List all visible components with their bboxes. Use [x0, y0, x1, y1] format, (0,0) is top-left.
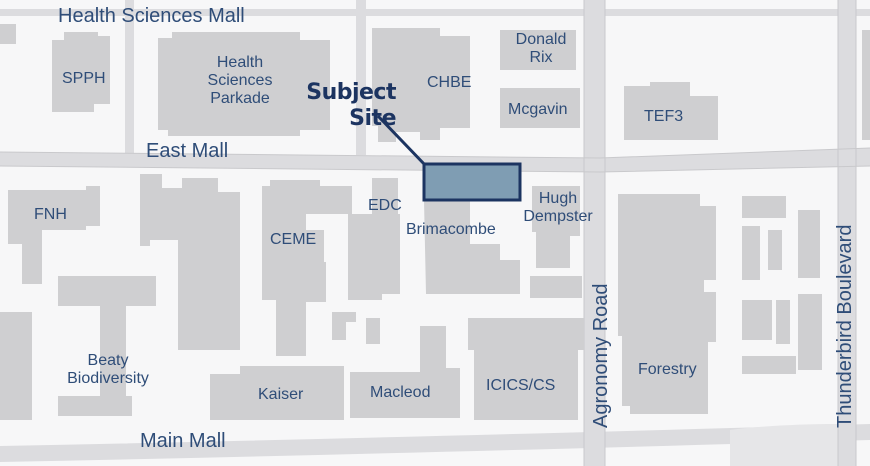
bldg-east-block-4 [798, 210, 820, 278]
buildings [0, 24, 870, 420]
building-label-tef3: TEF3 [644, 108, 684, 125]
street-label-agronomy-road: Agronomy Road [590, 283, 612, 428]
bldg-chbe [372, 28, 470, 142]
bldg-hugh-dempster [532, 186, 580, 268]
bldg-spph [52, 32, 110, 112]
street-label-health-sciences-mall: Health Sciences Mall [58, 5, 245, 27]
building-label-ceme: CEME [270, 231, 317, 248]
road-south-loop [730, 424, 838, 466]
building-label-spph: SPPH [62, 70, 106, 87]
bldg-mcgavin [500, 88, 580, 128]
subject-site-parcel[interactable] [422, 162, 522, 202]
bldg-donald-rix [500, 30, 576, 70]
road-west-connector [125, 0, 134, 155]
bldg-forestry [618, 194, 716, 414]
bldg-health-sciences-parkade [158, 32, 330, 136]
subject-site-leader [376, 114, 428, 168]
bldg-beaty [58, 276, 156, 416]
bldg-macleod [350, 326, 460, 418]
road-main-mall [0, 424, 870, 462]
bldg-east-block-6 [776, 300, 790, 344]
bldg-kaiser [210, 366, 344, 420]
bldg-ceme [262, 180, 352, 356]
building-label-icics-cs: ICICS/CS [486, 377, 556, 394]
bldg-brimacombe [424, 200, 520, 294]
street-label-thunderbird-boulevard: Thunderbird Boulevard [834, 224, 856, 428]
building-label-mcgavin: Mcgavin [508, 101, 568, 118]
bldg-ceme-annex-2 [366, 318, 380, 344]
bldg-ceme-annex [332, 312, 356, 340]
building-label-health-sciences-parkade: Health Sciences Parkade [207, 54, 273, 107]
bldg-icics [468, 318, 584, 420]
building-label-kaiser: Kaiser [258, 386, 304, 403]
road-east-mall [0, 148, 870, 172]
bldg-ne-block [862, 30, 870, 140]
subject-site-label: Subject Site [306, 80, 396, 131]
bldg-tef3 [624, 82, 718, 140]
bldg-fnh [8, 186, 100, 284]
bldg-east-block-3 [768, 230, 782, 270]
road-mid-connector [356, 0, 366, 155]
road-thunderbird [838, 0, 856, 466]
bldg-east-block-2 [742, 226, 760, 280]
building-label-brimacombe: Brimacombe [406, 221, 496, 238]
bldg-east-block-7 [798, 294, 822, 370]
bldg-edc [372, 178, 398, 236]
road-agronomy [584, 0, 605, 466]
street-label-main-mall: Main Mall [140, 430, 226, 452]
building-label-chbe: CHBE [427, 74, 472, 91]
street-label-east-mall: East Mall [146, 140, 229, 162]
bldg-east-block-1 [742, 196, 786, 218]
bldg-ceme-west [140, 174, 240, 350]
building-label-forestry: Forestry [638, 361, 697, 378]
building-label-donald-rix: Donald Rix [515, 31, 567, 66]
building-label-hugh-dempster: Hugh Dempster [523, 190, 593, 225]
bldg-west-strip [0, 312, 32, 420]
building-label-fnh: FNH [34, 206, 67, 223]
building-label-edc: EDC [368, 197, 402, 214]
building-label-macleod: Macleod [370, 384, 431, 401]
bldg-hugh-dempster-south [530, 276, 582, 298]
bldg-east-block-8 [742, 356, 796, 374]
building-label-beaty-biodiversity: Beaty Biodiversity [67, 352, 149, 387]
road-health-sciences-mall [0, 9, 870, 16]
bldg-north-west-corner [0, 24, 16, 44]
bldg-east-block-5 [742, 300, 772, 340]
